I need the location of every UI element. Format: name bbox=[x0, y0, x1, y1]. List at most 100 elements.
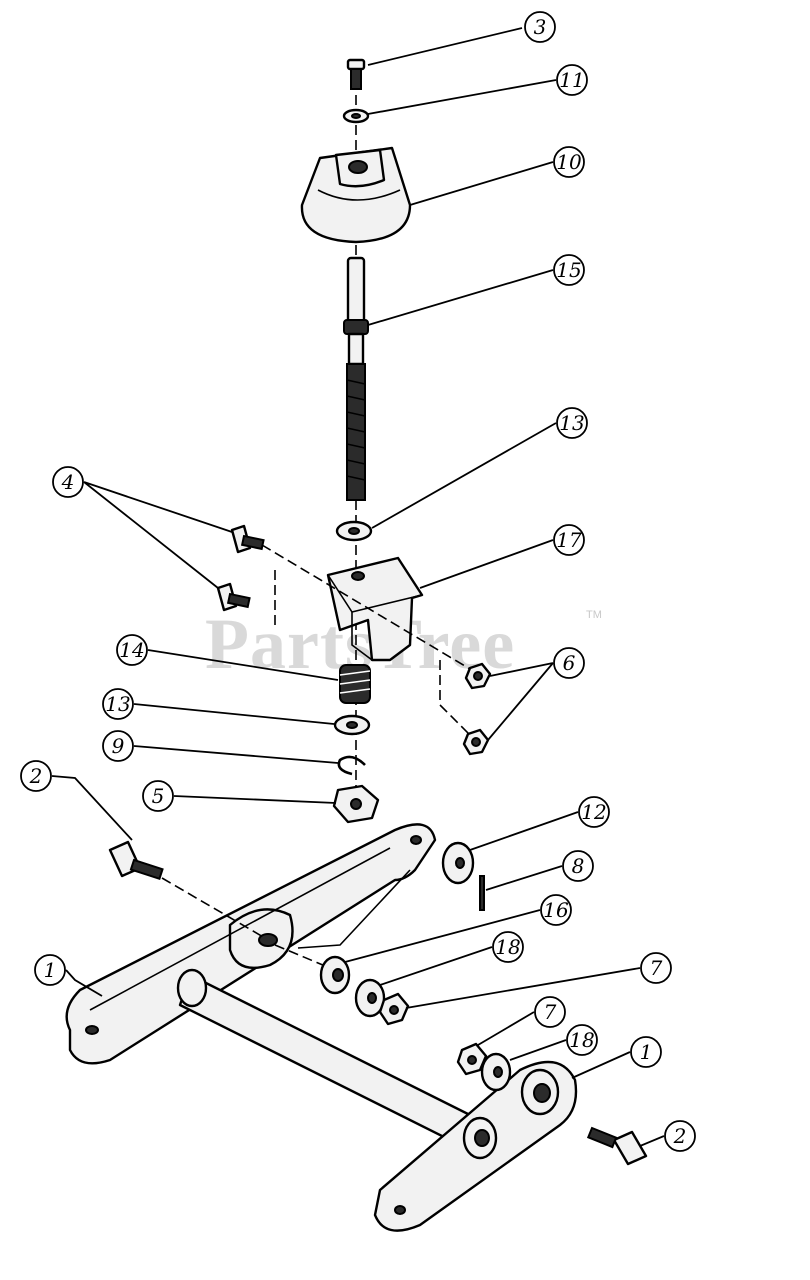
leader-lines bbox=[51, 27, 665, 1147]
part-7-nut-lower bbox=[456, 1042, 488, 1076]
leader-8 bbox=[485, 865, 563, 891]
leader-18-upper bbox=[379, 946, 493, 986]
svg-text:18: 18 bbox=[569, 1028, 594, 1052]
watermark-trademark: TM bbox=[586, 609, 602, 621]
leader-15 bbox=[367, 269, 554, 326]
svg-text:6: 6 bbox=[563, 651, 576, 675]
callout-2-upper: 2 bbox=[20, 760, 52, 792]
part-12-washer bbox=[441, 841, 475, 885]
callout-3: 3 bbox=[524, 11, 556, 43]
part-7-nut-upper bbox=[378, 992, 410, 1026]
svg-text:11: 11 bbox=[559, 68, 584, 92]
cross-tube bbox=[176, 968, 482, 1152]
part-13-washer-lower bbox=[333, 714, 371, 736]
svg-text:10: 10 bbox=[556, 150, 582, 174]
svg-text:9: 9 bbox=[112, 734, 125, 758]
callout-6: 6 bbox=[553, 647, 585, 679]
part-13-washer-upper bbox=[335, 520, 373, 542]
svg-text:15: 15 bbox=[556, 258, 581, 282]
part-17-bracket bbox=[326, 556, 424, 662]
svg-text:8: 8 bbox=[572, 854, 585, 878]
part-8-pin bbox=[479, 875, 485, 911]
leader-9 bbox=[133, 745, 339, 764]
leader-14 bbox=[147, 649, 339, 681]
leader-13-upper bbox=[371, 422, 557, 529]
part-14-spring bbox=[339, 664, 371, 704]
part-18-washer-upper bbox=[354, 978, 386, 1018]
callout-13-lower: 13 bbox=[102, 688, 134, 720]
leader-5 bbox=[173, 795, 337, 804]
leader-12 bbox=[469, 811, 579, 851]
callout-5: 5 bbox=[142, 780, 174, 812]
leader-1-lower bbox=[571, 1051, 631, 1079]
callout-7-lower: 7 bbox=[534, 996, 566, 1028]
callout-15: 15 bbox=[553, 254, 585, 286]
part-2-bolt-upper bbox=[108, 840, 164, 881]
part-16-bushing bbox=[319, 955, 351, 995]
callout-13-upper: 13 bbox=[556, 407, 588, 439]
leader-2-upper bbox=[51, 775, 133, 841]
callout-10: 10 bbox=[553, 146, 585, 178]
svg-text:3: 3 bbox=[534, 15, 547, 39]
leader-10 bbox=[409, 161, 554, 206]
leader-4 bbox=[83, 481, 233, 589]
leader-18-lower bbox=[509, 1039, 567, 1061]
part-1-arm-upper bbox=[65, 823, 437, 1065]
callout-1-lower: 1 bbox=[630, 1036, 662, 1068]
part-4-bolts bbox=[216, 524, 265, 612]
callouts: 3 11 10 15 13 4 17 6 14 13 9 2 5 12 8 16… bbox=[20, 11, 696, 1152]
part-18-washer-lower bbox=[480, 1052, 512, 1092]
part-2-bolt-lower bbox=[586, 1126, 648, 1166]
svg-text:13: 13 bbox=[105, 692, 130, 716]
svg-text:1: 1 bbox=[44, 958, 57, 982]
svg-text:7: 7 bbox=[650, 956, 663, 980]
callout-16: 16 bbox=[540, 894, 572, 926]
hidden-line-bolt-2-upper bbox=[161, 877, 266, 939]
hidden-line-bolt-upper bbox=[261, 544, 481, 676]
svg-text:14: 14 bbox=[119, 638, 144, 662]
callout-4: 4 bbox=[52, 466, 84, 498]
part-6-nuts bbox=[462, 662, 492, 756]
part-15-threaded-shaft bbox=[343, 256, 369, 501]
callout-11: 11 bbox=[556, 64, 588, 96]
leader-11 bbox=[367, 79, 557, 115]
hidden-line-bolt-lower-b bbox=[439, 660, 476, 741]
part-10-knob bbox=[300, 146, 412, 244]
svg-text:2: 2 bbox=[673, 1124, 687, 1148]
svg-text:18: 18 bbox=[495, 935, 520, 959]
leader-17 bbox=[419, 539, 554, 589]
leader-1-upper bbox=[65, 969, 103, 997]
part-5-block bbox=[332, 784, 380, 824]
leader-7-upper bbox=[405, 967, 641, 1009]
part-11-washer bbox=[342, 108, 370, 124]
callout-17: 17 bbox=[553, 524, 585, 556]
svg-text:16: 16 bbox=[543, 898, 569, 922]
part-1-arm-lower bbox=[373, 1060, 578, 1232]
leader-2-lower bbox=[639, 1135, 665, 1147]
callout-7-upper: 7 bbox=[640, 952, 672, 984]
callout-8: 8 bbox=[562, 850, 594, 882]
svg-text:2: 2 bbox=[29, 764, 43, 788]
svg-text:7: 7 bbox=[544, 1000, 557, 1024]
part-9-clip bbox=[337, 755, 366, 776]
svg-text:4: 4 bbox=[61, 470, 75, 494]
callout-18-upper: 18 bbox=[492, 931, 524, 963]
callout-18-lower: 18 bbox=[566, 1024, 598, 1056]
hidden-line-bolt-2-to-16 bbox=[274, 944, 331, 969]
svg-text:17: 17 bbox=[556, 528, 582, 552]
leader-7-lower bbox=[477, 1011, 535, 1046]
callout-12: 12 bbox=[578, 796, 610, 828]
leader-3 bbox=[367, 27, 523, 66]
callout-1-upper: 1 bbox=[34, 954, 66, 986]
callout-9: 9 bbox=[102, 730, 134, 762]
svg-text:13: 13 bbox=[559, 411, 584, 435]
svg-text:5: 5 bbox=[152, 784, 165, 808]
callout-2-lower: 2 bbox=[664, 1120, 696, 1152]
leader-13-lower bbox=[133, 703, 335, 725]
leader-6 bbox=[487, 662, 554, 741]
part-3-screw bbox=[346, 58, 366, 90]
callout-14: 14 bbox=[116, 634, 148, 666]
svg-text:12: 12 bbox=[581, 800, 606, 824]
svg-text:1: 1 bbox=[640, 1040, 653, 1064]
